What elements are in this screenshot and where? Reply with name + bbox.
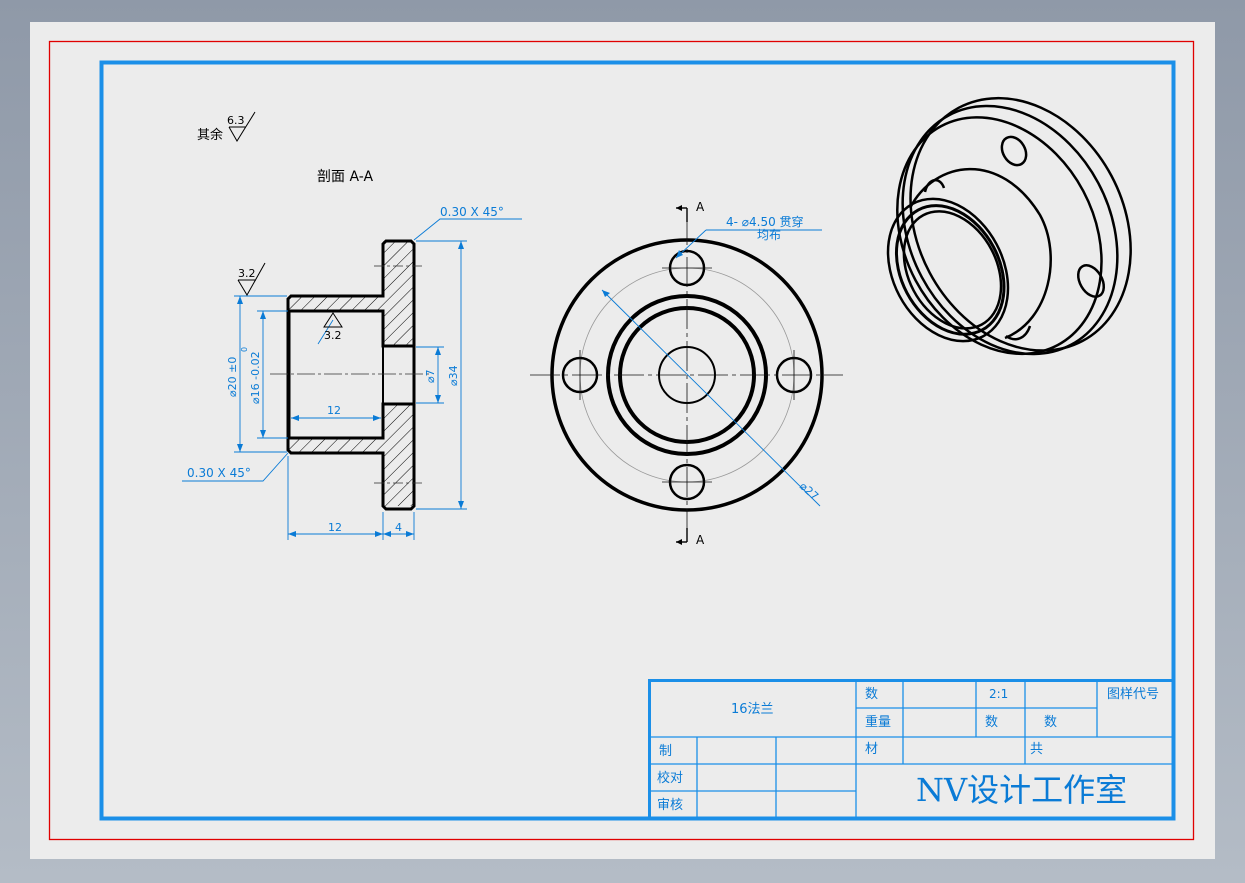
tb-total-label: 共 xyxy=(1030,742,1043,757)
rough-bore-value: 3.2 xyxy=(324,329,342,342)
tb-studio-name: NV设计工作室 xyxy=(916,771,1127,809)
tb-review-label: 审核 xyxy=(657,798,683,813)
other-label: 其余 xyxy=(197,127,223,143)
title-block xyxy=(648,679,1175,820)
dim-12: 12 xyxy=(328,521,342,534)
tb-part-name: 16法兰 xyxy=(731,702,774,717)
isometric-view xyxy=(886,96,1132,356)
dim-d16: ⌀16 -0.02 xyxy=(249,351,262,404)
dim-d16-upper: 0 xyxy=(240,347,249,352)
dim-d34: ⌀34 xyxy=(447,365,460,386)
tb-qty-label: 数 xyxy=(865,687,878,702)
section-view xyxy=(270,239,432,511)
front-view xyxy=(530,205,843,545)
iso-hole-1 xyxy=(1000,135,1028,167)
other-roughness-value: 6.3 xyxy=(227,114,245,127)
tb-weight-label: 重量 xyxy=(865,714,891,730)
section-outline xyxy=(286,239,416,511)
tb-drawing-code: 图样代号 xyxy=(1107,687,1159,702)
dim-12-inner: 12 xyxy=(327,404,341,417)
tb-drawn-label: 制 xyxy=(659,744,672,759)
hatch-lower xyxy=(288,404,414,506)
holes-callout: 4- ⌀4.50 贯穿 xyxy=(726,214,804,229)
cut-a-bottom: A xyxy=(696,533,705,547)
roughness-symbol-other xyxy=(228,111,256,142)
section-dimensions xyxy=(182,218,522,540)
roughness-symbol-top xyxy=(237,262,266,296)
outer-border xyxy=(48,40,1195,841)
tb-check-label: 校对 xyxy=(657,770,683,786)
dim-d7: ⌀7 xyxy=(424,369,437,383)
roughness-symbol-bore xyxy=(323,312,343,328)
tb-material-label: 材 xyxy=(865,742,878,757)
dim-d27: ⌀27 xyxy=(797,480,821,503)
dim-d20: ⌀20 ±0 xyxy=(226,357,239,397)
tb-count-label-2: 数 xyxy=(1044,715,1057,730)
inner-border xyxy=(99,60,1176,821)
hatch-upper xyxy=(288,241,414,346)
drawing-sheet xyxy=(30,22,1215,859)
section-label: 剖面 A-A xyxy=(317,169,373,185)
tb-scale: 2:1 xyxy=(989,687,1008,701)
dim-4: 4 xyxy=(395,521,402,534)
holes-callout-line2: 均布 xyxy=(757,228,781,242)
chamfer-bottom-label: 0.30 X 45° xyxy=(187,466,251,480)
tb-count-label-1: 数 xyxy=(985,715,998,730)
cut-a-top: A xyxy=(696,200,705,214)
rough-top-value: 3.2 xyxy=(238,267,256,280)
iso-hole-2 xyxy=(1076,264,1106,298)
chamfer-top-label: 0.30 X 45° xyxy=(440,205,504,219)
